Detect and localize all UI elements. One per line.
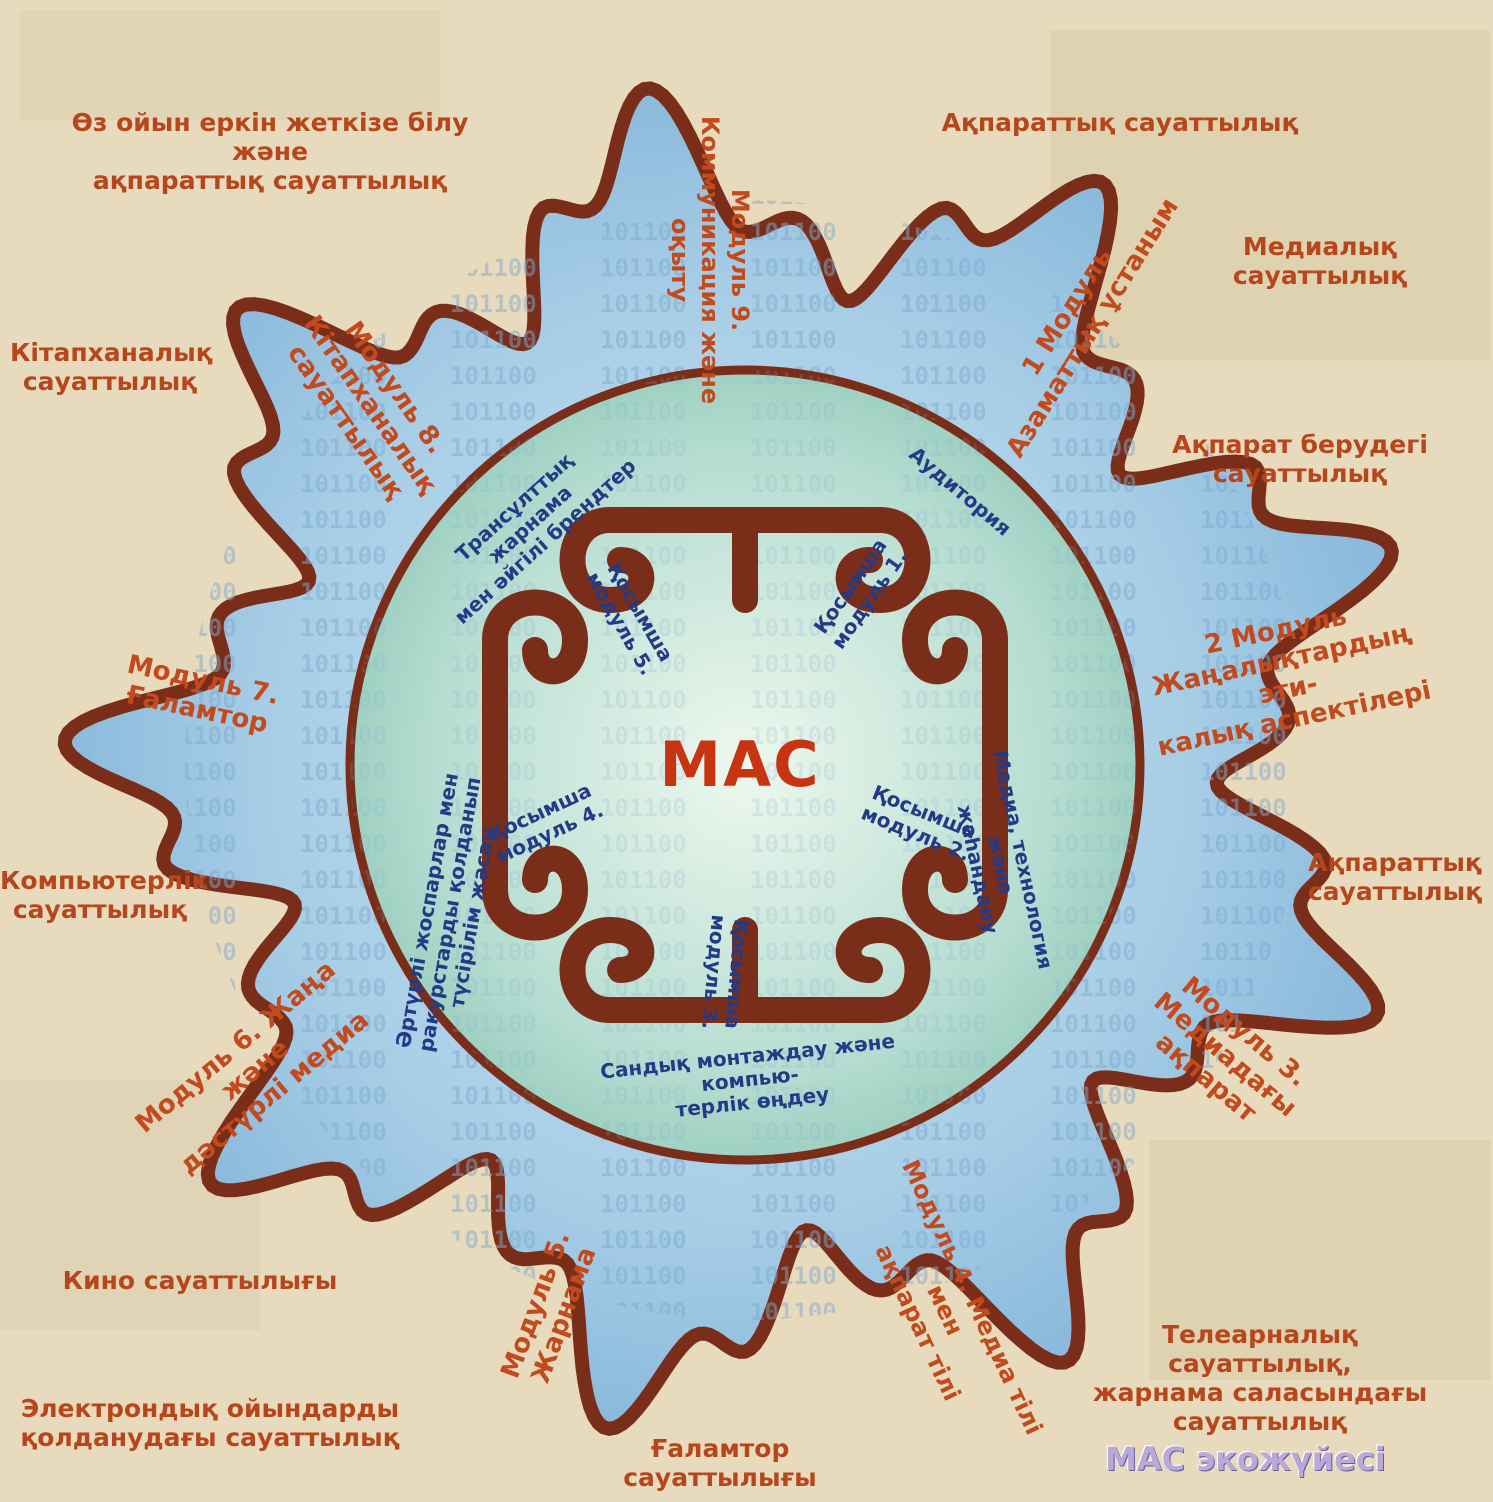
outer-label-free-expression: Өз ойын еркін жеткізе білу және ақпаратт… xyxy=(40,108,500,195)
outer-label-tv-advertising: Телеарналық сауаттылық, жарнама саласынд… xyxy=(1080,1320,1440,1436)
outer-label-games-literacy: Электрондық ойындарды қолданудағы сауатт… xyxy=(20,1394,400,1452)
module-9: Модуль 9. Коммуникация және оқыту xyxy=(665,110,755,410)
outer-label-media-literacy: Медиалық сауаттылық xyxy=(1220,232,1420,290)
outer-label-internet-literacy: Ғаламтор сауаттылығы xyxy=(600,1434,840,1492)
center-title: МАС xyxy=(640,728,840,801)
ecosystem-caption: МАС экожүйесі xyxy=(1105,1440,1386,1478)
outer-label-info-delivery: Ақпарат берудегі сауаттылық xyxy=(1170,430,1430,488)
outer-label-info-literacy-top: Ақпараттық сауаттылық xyxy=(920,108,1320,137)
outer-label-info-literacy-right: Ақпараттық сауаттылық xyxy=(1300,848,1490,906)
outer-label-cinema-literacy: Кино сауаттылығы xyxy=(40,1266,360,1295)
outer-label-computer-literacy: Компьютерлік сауаттылық xyxy=(0,866,200,924)
outer-label-library-literacy: Кітапханалық сауаттылық xyxy=(10,338,210,396)
additional-module-3: Қосымша модуль 3. xyxy=(696,906,753,1040)
